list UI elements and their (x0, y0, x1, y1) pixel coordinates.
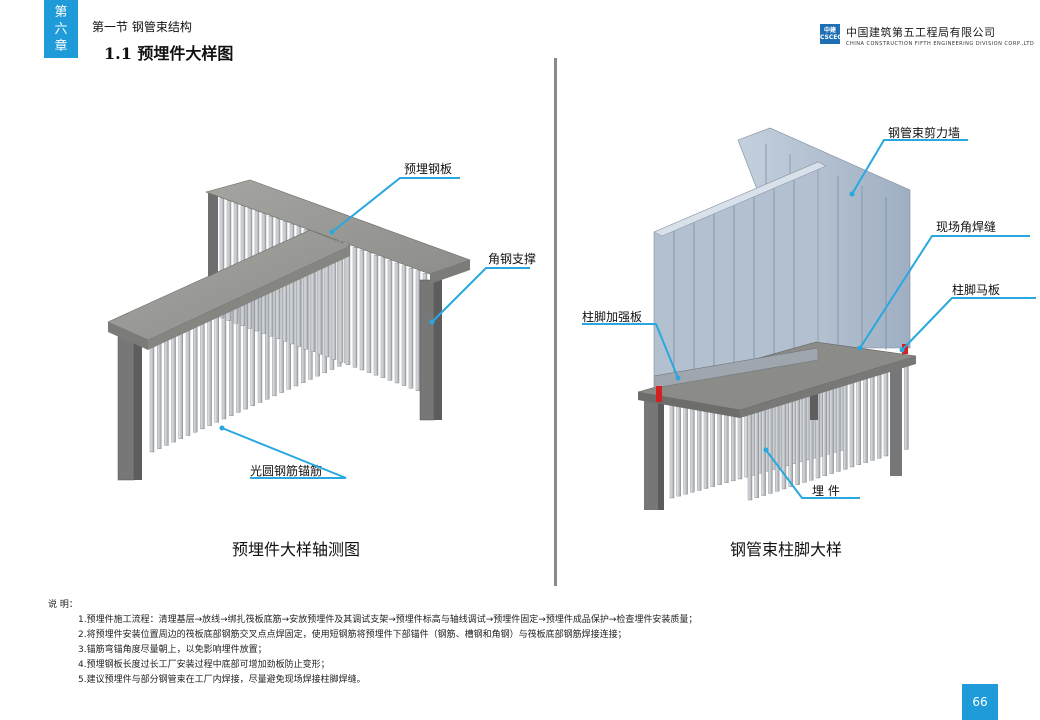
anchor-bar (380, 257, 386, 379)
callout-embedded-plate: 预埋钢板 (404, 162, 453, 176)
anchor-bar (401, 265, 407, 386)
right-leader-lines (582, 139, 1036, 499)
callout-angle-support: 角钢支撑 (488, 252, 537, 266)
section-label: 第一节 钢管束结构 (92, 20, 192, 34)
notes-section: 说 明： 1.预埋件施工流程：清理基层→放线→绑扎筏板底筋→安放预埋件及其调试支… (48, 598, 697, 688)
anchor-bar (345, 244, 351, 366)
anchor-bar (352, 247, 358, 368)
callout-fillet-weld: 现场角焊缝 (936, 220, 997, 234)
notes-title: 说 明： (48, 600, 78, 610)
anchor-bar (359, 249, 365, 371)
note-item: 4.预埋钢板长度过长工厂安装过程中底部可增加劲板防止变形； (78, 660, 330, 670)
anchor-bar (296, 226, 302, 347)
anchor-bar (289, 223, 295, 345)
callout-anchor-bars: 光圆钢筋锚筋 (250, 464, 323, 478)
page-title: 1.1 预埋件大样图 (104, 44, 234, 63)
callout-embedded-part: 埋 件 (812, 484, 840, 498)
callout-saddle-plate: 柱脚马板 (952, 283, 1001, 297)
note-item: 2.将预埋件安装位置周边的筏板底部钢筋交叉点点焊固定，使用短钢筋将预埋件下部锚件… (78, 630, 627, 640)
anchor-bar (366, 252, 372, 373)
anchor-bar (394, 262, 400, 384)
callout-shear-wall: 钢管束剪力墙 (888, 126, 961, 140)
note-item: 3.锚筋弯锚角度尽量朝上，以免影响埋件放置； (78, 645, 267, 655)
anchor-bar (373, 254, 379, 376)
left-figure-caption: 预埋件大样轴测图 (232, 540, 361, 559)
chapter-char: 第 (54, 5, 68, 20)
company-name-cn: 中国建筑第五工程局有限公司 (846, 26, 996, 39)
chapter-tab: 第 六 章 (44, 0, 78, 58)
chapter-char: 六 (54, 22, 68, 37)
chapter-char: 章 (54, 39, 68, 54)
callout-stiffener: 柱脚加强板 (582, 310, 643, 324)
page-number: 66 (962, 684, 998, 720)
note-item: 5.建议预埋件与部分钢管束在工厂内焊接，尽量避免现场焊接柱脚焊缝。 (78, 675, 366, 685)
anchor-bar (387, 260, 393, 381)
note-item: 1.预埋件施工流程：清理基层→放线→绑扎筏板底筋→安放预埋件及其调试支架→预埋件… (78, 615, 698, 625)
column-foot-illustration (637, 127, 917, 510)
right-figure-caption: 钢管束柱脚大样 (730, 540, 843, 559)
company-name-en: CHINA CONSTRUCTION FIFTH ENGINEERING DIV… (846, 41, 1035, 47)
vertical-divider (554, 58, 557, 586)
anchor-bar (408, 267, 414, 389)
anchor-bar (303, 229, 309, 350)
left-leader-lines (219, 177, 530, 479)
